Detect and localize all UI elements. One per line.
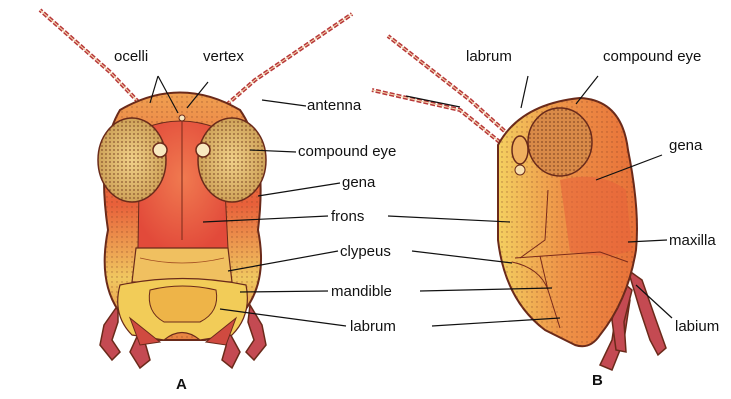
label-labrum-a: labrum xyxy=(350,319,396,334)
label-labium: labium xyxy=(675,319,719,334)
panel-label-a: A xyxy=(176,377,187,392)
label-vertex: vertex xyxy=(203,49,244,64)
label-compound-eye-b: compound eye xyxy=(603,49,701,64)
label-clypeus: clypeus xyxy=(340,244,391,259)
label-gena-b: gena xyxy=(669,138,702,153)
head-b xyxy=(372,36,666,370)
label-gena-a: gena xyxy=(342,175,375,190)
label-maxilla: maxilla xyxy=(669,233,716,248)
label-mandible: mandible xyxy=(331,284,392,299)
label-ocelli: ocelli xyxy=(114,49,148,64)
label-compound-eye-a: compound eye xyxy=(298,144,396,159)
panel-label-b: B xyxy=(592,373,603,388)
label-labrum-b: labrum xyxy=(466,49,512,64)
label-frons: frons xyxy=(331,209,364,224)
label-antenna: antenna xyxy=(307,98,361,113)
